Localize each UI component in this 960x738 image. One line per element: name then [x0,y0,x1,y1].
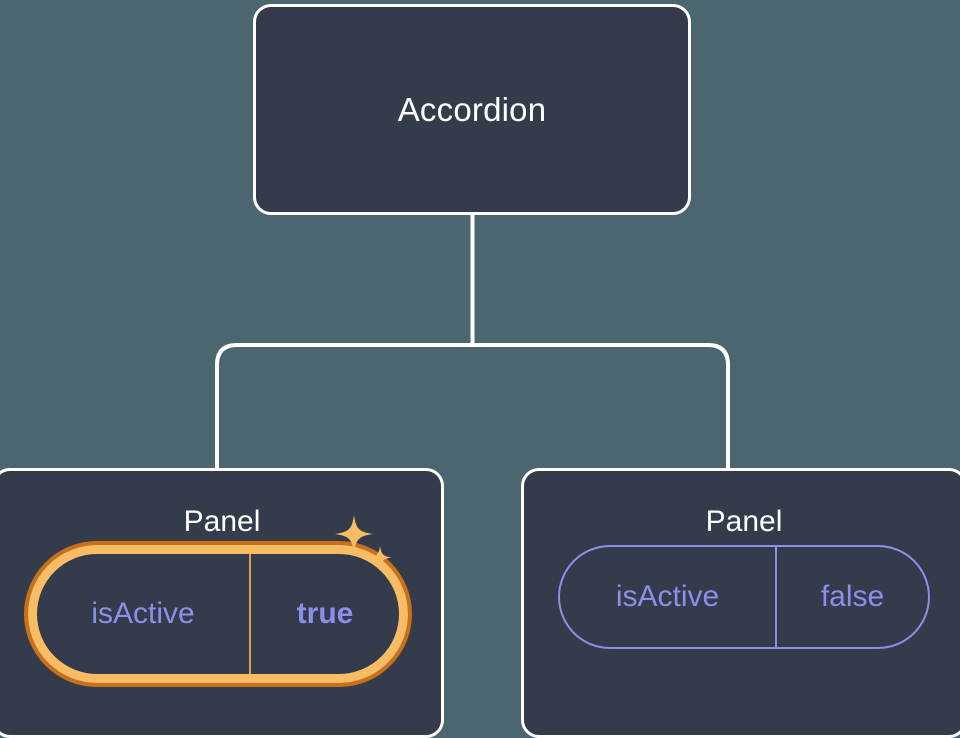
prop-pill-divider [249,554,251,674]
prop-pill-inactive[interactable]: isActive false [558,545,930,649]
prop-pill-divider [775,547,777,647]
node-accordion[interactable]: Accordion [253,4,691,215]
node-panel-active[interactable]: Panel isActive true [0,468,444,738]
prop-key-inactive: isActive [615,580,720,613]
prop-key-active: isActive [91,597,195,630]
edge-to-panel-left [215,343,473,470]
prop-pill-inactive-wrap: isActive false [558,545,930,649]
node-panel-inactive-label: Panel [705,505,783,538]
node-panel-inactive[interactable]: Panel isActive false [521,468,960,738]
prop-pill-active-wrap: isActive true [28,515,408,683]
prop-pill-active[interactable]: isActive true [28,545,408,683]
edge-to-panel-right [472,343,730,470]
node-accordion-label: Accordion [397,91,547,128]
node-panel-active-label: Panel [183,505,261,538]
prop-value-inactive: false [820,580,885,613]
prop-value-active: true [296,597,354,630]
